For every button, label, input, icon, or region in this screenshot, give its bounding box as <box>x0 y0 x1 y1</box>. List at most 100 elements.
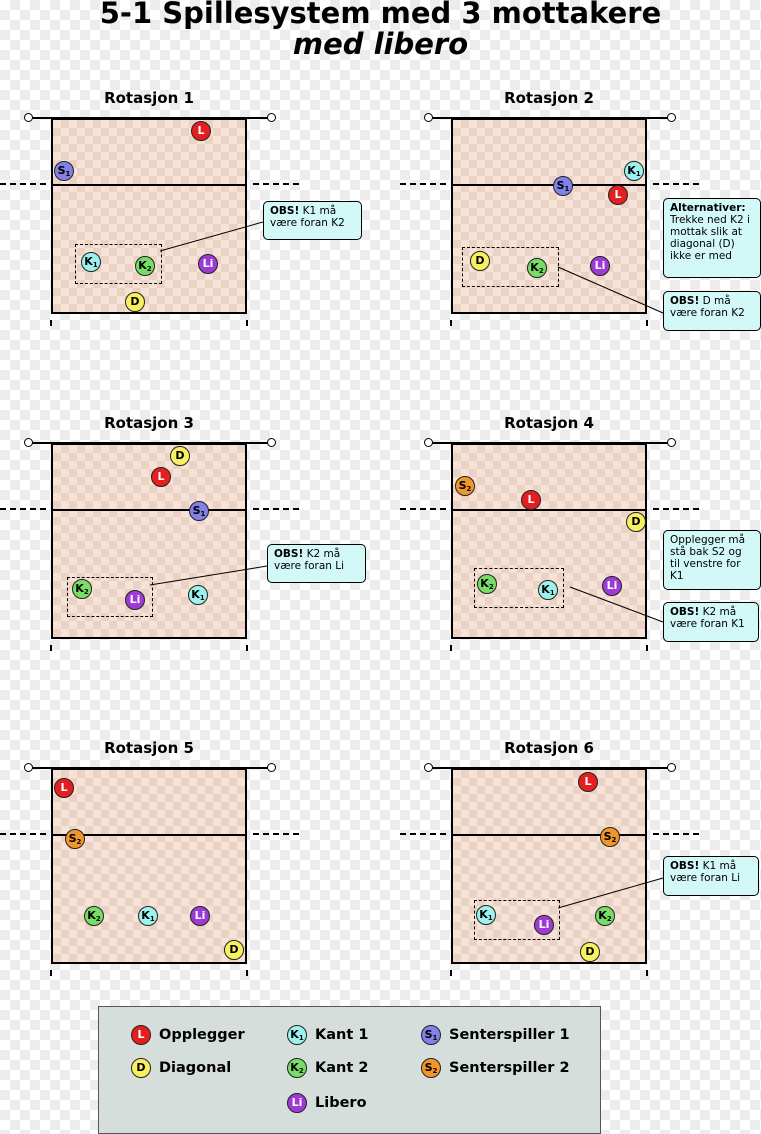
net-post-icon <box>424 763 433 772</box>
legend-label: Opplegger <box>159 1027 245 1043</box>
net-post-icon <box>267 763 276 772</box>
attack-line-extension <box>253 183 299 185</box>
net-post-icon <box>267 113 276 122</box>
court-half <box>51 768 247 964</box>
sideline-tick <box>246 645 248 651</box>
overlap-group-box <box>474 900 560 940</box>
net-post-icon <box>24 763 33 772</box>
player-marker-k2: K2 <box>477 574 497 594</box>
player-marker-li: Li <box>534 915 554 935</box>
legend-label: Senterspiller 2 <box>449 1060 570 1076</box>
player-marker-k1: K1 <box>188 585 208 605</box>
sideline-tick <box>646 645 648 651</box>
sideline-tick <box>50 970 52 976</box>
legend-item-diagonal: D Diagonal <box>131 1058 231 1078</box>
sideline-tick <box>246 320 248 326</box>
net-post-icon <box>667 763 676 772</box>
legend: L Opplegger D Diagonal K1 Kant 1 K2 Kant… <box>98 1006 601 1134</box>
player-icon-setter: L <box>131 1025 151 1045</box>
sideline-tick <box>646 320 648 326</box>
callout-note: Opplegger må stå bak S2 og til venstre f… <box>663 530 761 590</box>
player-icon-outside-1: K1 <box>287 1025 307 1045</box>
player-marker-li: Li <box>125 590 145 610</box>
attack-line-extension <box>253 833 299 835</box>
player-marker-k1: K1 <box>538 580 558 600</box>
legend-item-libero: Li Libero <box>287 1093 367 1113</box>
legend-label: Diagonal <box>159 1060 232 1076</box>
overlap-group-box <box>474 568 564 608</box>
net-post-icon <box>267 438 276 447</box>
net-post-icon <box>24 438 33 447</box>
player-marker-d: D <box>170 446 190 466</box>
player-icon-libero: Li <box>287 1093 307 1113</box>
player-marker-k1: K1 <box>81 252 101 272</box>
court-half <box>451 768 647 964</box>
attack-line-extension <box>400 508 446 510</box>
attack-line-extension <box>400 183 446 185</box>
diagram-title: 5-1 Spillesystem med 3 mottakere <box>99 0 662 30</box>
attack-line-extension <box>253 508 299 510</box>
legend-label: Senterspiller 1 <box>449 1027 570 1043</box>
sideline-tick <box>646 970 648 976</box>
overlap-group-box <box>75 244 162 284</box>
attack-line <box>53 509 245 511</box>
player-marker-li: Li <box>590 256 610 276</box>
legend-label: Kant 2 <box>315 1060 369 1076</box>
player-marker-k2: K2 <box>595 906 615 926</box>
player-marker-li: Li <box>198 254 218 274</box>
player-marker-d: D <box>626 512 646 532</box>
player-marker-s1: S1 <box>54 161 74 181</box>
callout-note: OBS! K2 må være foran Li <box>267 544 366 583</box>
court-half <box>451 443 647 639</box>
callout-note: OBS! K2 må være foran K1 <box>663 602 759 642</box>
attack-line <box>453 834 645 836</box>
sideline-tick <box>450 970 452 976</box>
net-post-icon <box>667 113 676 122</box>
attack-line-extension <box>653 508 699 510</box>
player-marker-k2: K2 <box>527 258 547 278</box>
player-marker-k2: K2 <box>72 579 92 599</box>
legend-item-kant1: K1 Kant 1 <box>287 1025 368 1045</box>
court-half <box>51 118 247 314</box>
sideline-tick <box>246 970 248 976</box>
callout-note: Alternativer: Trekke ned K2 i mottak sli… <box>663 198 761 278</box>
attack-line-extension <box>0 183 46 185</box>
attack-line <box>453 184 645 186</box>
sideline-tick <box>50 645 52 651</box>
attack-line-extension <box>0 833 46 835</box>
attack-line-extension <box>653 833 699 835</box>
player-marker-l: L <box>151 467 171 487</box>
player-marker-l: L <box>191 121 211 141</box>
net-post-icon <box>667 438 676 447</box>
sideline-tick <box>450 320 452 326</box>
player-icon-middle-1: S1 <box>421 1025 441 1045</box>
legend-label: Libero <box>315 1095 367 1111</box>
rotation-title: Rotasjon 1 <box>104 89 194 107</box>
court-half <box>451 118 647 314</box>
player-marker-s1: S1 <box>189 501 209 521</box>
attack-line <box>53 184 245 186</box>
legend-item-opplegger: L Opplegger <box>131 1025 245 1045</box>
rotation-title: Rotasjon 4 <box>504 414 594 432</box>
rotation-title: Rotasjon 6 <box>504 739 594 757</box>
player-marker-l: L <box>521 490 541 510</box>
player-marker-d: D <box>125 292 145 312</box>
legend-item-senter1: S1 Senterspiller 1 <box>421 1025 570 1045</box>
callout-note: OBS! K1 må være foran K2 <box>263 201 362 240</box>
diagram-subtitle: med libero <box>292 27 469 61</box>
rotation-title: Rotasjon 2 <box>504 89 594 107</box>
player-icon-opposite: D <box>131 1058 151 1078</box>
player-marker-s1: S1 <box>553 176 573 196</box>
player-marker-k2: K2 <box>135 256 155 276</box>
player-marker-l: L <box>54 778 74 798</box>
net-post-icon <box>24 113 33 122</box>
player-marker-d: D <box>224 940 244 960</box>
attack-line-extension <box>653 183 699 185</box>
player-marker-s2: S2 <box>455 476 475 496</box>
attack-line-extension <box>400 833 446 835</box>
attack-line-extension <box>0 508 46 510</box>
net-post-icon <box>424 438 433 447</box>
player-marker-k1: K1 <box>476 905 496 925</box>
player-marker-d: D <box>470 251 490 271</box>
player-marker-s2: S2 <box>65 829 85 849</box>
